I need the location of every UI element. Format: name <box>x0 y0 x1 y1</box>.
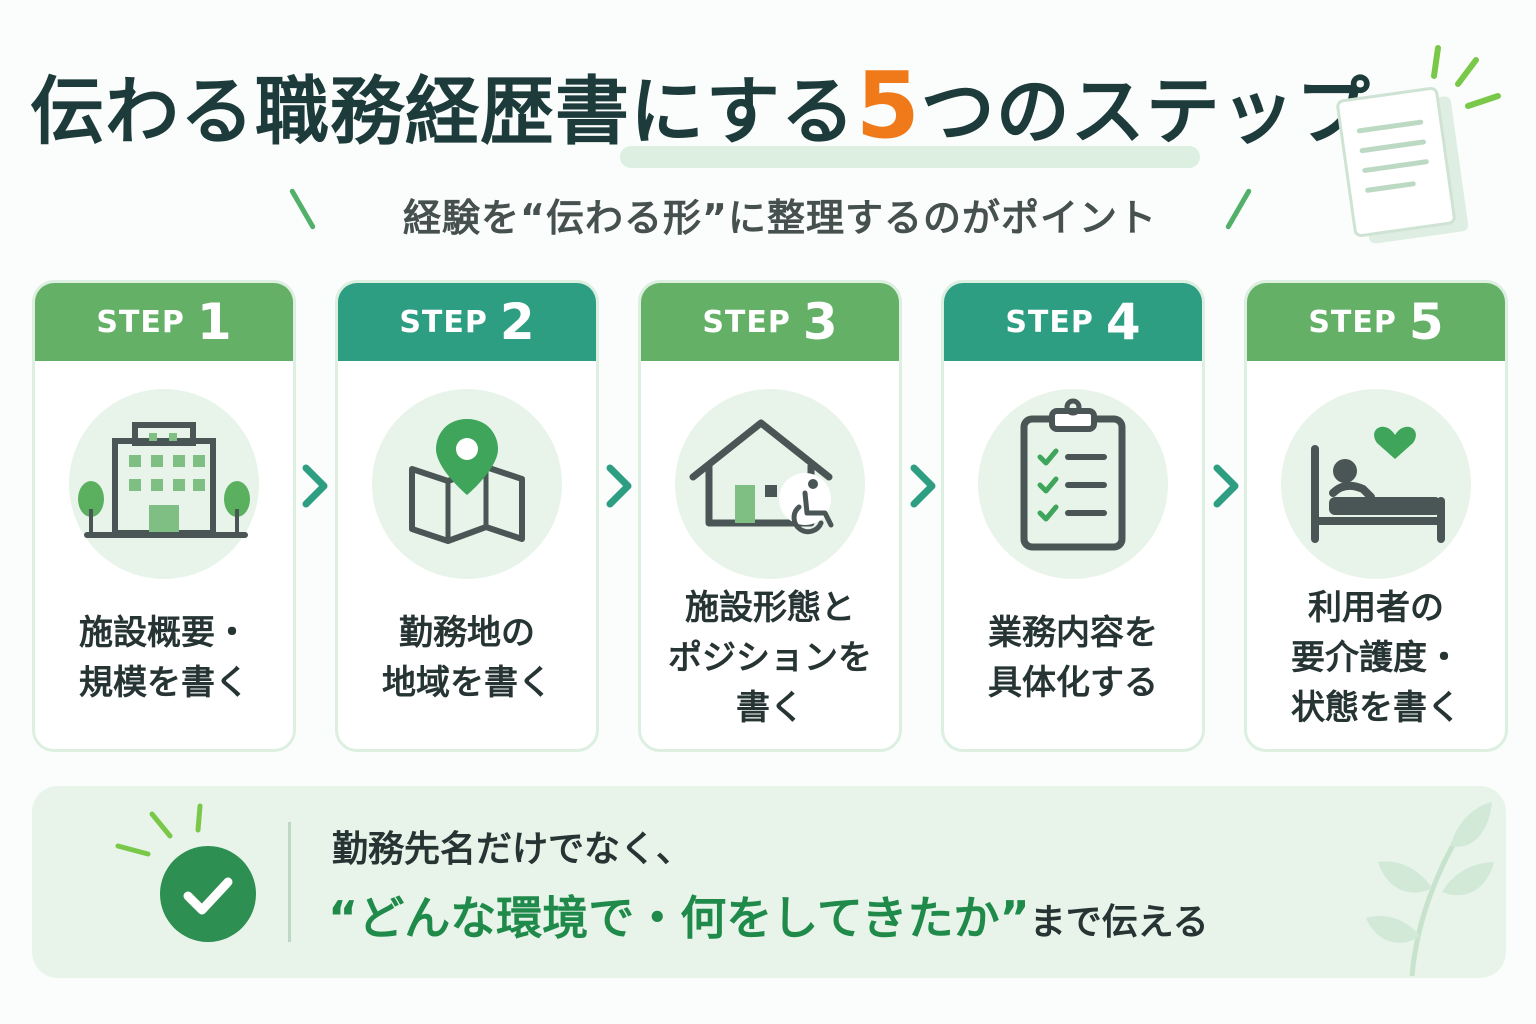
chevron-right-icon <box>910 464 936 508</box>
leaf-icon <box>1366 802 1494 977</box>
document-icon <box>1336 45 1501 244</box>
step-text-3: 施設形態と ポジションを 書く <box>668 588 872 728</box>
subtitle: 経験を“伝わる形”に整理するのがポイント <box>403 195 1157 240</box>
title-main: 伝わる職務経歴書にする <box>30 69 856 155</box>
step-label: STEP <box>399 304 488 340</box>
step-label: STEP <box>1005 304 1094 340</box>
building-icon <box>78 422 250 538</box>
step-number: 5 <box>1408 293 1444 351</box>
check-circle <box>160 846 256 942</box>
title-number: 5 <box>855 52 921 159</box>
step-card-3: STEP 3 施設形態と ポジションを 書く <box>638 280 902 752</box>
chevron-right-icon <box>302 464 328 508</box>
clipboard-checklist-icon <box>1020 398 1126 551</box>
summary-line-1: 勤務先名だけでなく、 <box>332 829 693 870</box>
house-wheelchair-icon <box>689 419 834 535</box>
summary-line-2: “どんな環境で・何をしてきたか”まで伝える <box>328 882 1209 948</box>
summary-divider <box>288 822 291 942</box>
step-text-5: 利用者の 要介護度・ 状態を書く <box>1291 588 1461 728</box>
step-card-4: STEP 4 業務内容を 具体化する <box>941 280 1205 752</box>
step-card-5: STEP 5 利用者の 要介護度・ 状態を書く <box>1244 280 1508 752</box>
summary-highlight: “どんな環境で・何をしてきたか” <box>328 891 1030 945</box>
step-text-4: 業務内容を 具体化する <box>988 613 1158 703</box>
step-card-1: STEP 1 施設概要・ 規模を書く <box>32 280 296 752</box>
step-text-1: 施設概要・ 規模を書く <box>79 613 249 703</box>
summary-rest: まで伝える <box>1029 902 1209 943</box>
icon-circle <box>372 389 562 579</box>
page-title: 伝わる職務経歴書にする5つのステップ <box>30 52 1370 159</box>
chevron-right-icon <box>606 464 632 508</box>
icon-circle <box>675 389 865 579</box>
icon-circle <box>978 389 1168 579</box>
check-icon <box>183 877 233 915</box>
icon-circle <box>69 389 259 579</box>
title-end: つのステップ <box>920 69 1371 155</box>
sparkle-lines-icon <box>115 803 203 857</box>
chevron-right-icon <box>1213 464 1239 508</box>
step-number: 2 <box>499 293 535 351</box>
summary-box: 勤務先名だけでなく、 “どんな環境で・何をしてきたか”まで伝える <box>32 786 1506 978</box>
step-label: STEP <box>1308 304 1397 340</box>
step-number: 3 <box>802 293 838 351</box>
map-pin-icon <box>409 419 525 544</box>
step-header-1: STEP 1 <box>35 283 293 361</box>
step-header-4: STEP 4 <box>944 283 1202 361</box>
step-label: STEP <box>702 304 791 340</box>
bed-heart-icon <box>1311 426 1445 543</box>
step-label: STEP <box>96 304 185 340</box>
step-header-5: STEP 5 <box>1247 283 1505 361</box>
icon-circle <box>1281 389 1471 579</box>
title-underline <box>620 146 1200 168</box>
step-text-2: 勤務地の 地域を書く <box>382 613 552 703</box>
step-header-2: STEP 2 <box>338 283 596 361</box>
step-card-2: STEP 2 勤務地の 地域を書く <box>335 280 599 752</box>
step-number: 1 <box>196 293 232 351</box>
step-header-3: STEP 3 <box>641 283 899 361</box>
step-number: 4 <box>1105 293 1141 351</box>
